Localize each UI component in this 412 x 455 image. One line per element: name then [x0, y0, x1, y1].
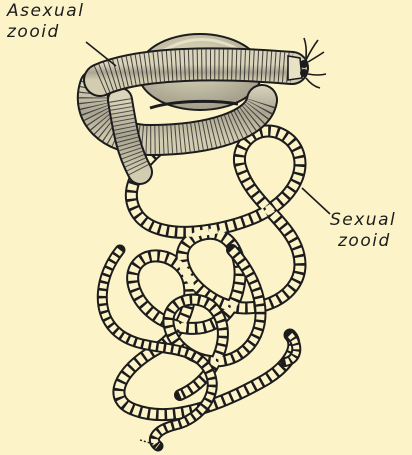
asexual-zooid-body: [93, 34, 292, 172]
sexual-zooid-label-line1: Sexual: [330, 211, 396, 230]
asexual-zooid-label-line2: zooid: [7, 23, 60, 42]
asexual-zooid-label-line1: Asexual: [7, 2, 84, 21]
sexual-leader-line: [302, 188, 330, 214]
sexual-zooid-label-line2: zooid: [338, 232, 391, 251]
